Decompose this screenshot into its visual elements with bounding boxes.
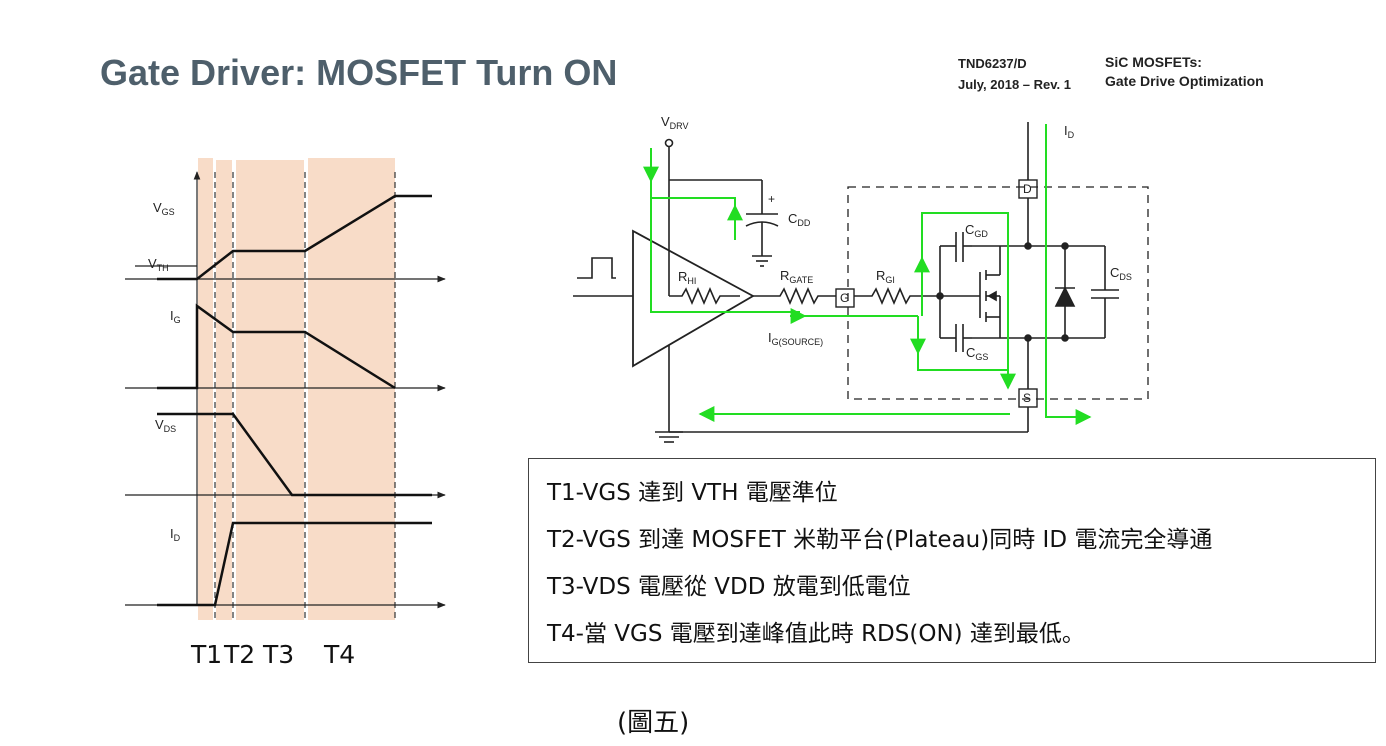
input-pulse [577, 257, 616, 279]
drain-current-label: ID [1064, 123, 1075, 140]
phase-label-t3: T3 [263, 640, 295, 669]
ig-source-label: IG(SOURCE) [768, 330, 823, 347]
phase-label-t4: T4 [324, 640, 356, 669]
cdd-capacitor [745, 213, 779, 267]
current-paths [643, 124, 1092, 425]
rhi-label: RHI [678, 269, 696, 286]
note-t2: T2-VGS 到達 MOSFET 米勒平台(Plateau)同時 ID 電流完全… [547, 527, 1213, 553]
cgd-capacitor [940, 232, 972, 262]
vds-trace [157, 412, 432, 497]
document-id: TND6237/D July, 2018 – Rev. 1 [958, 53, 1071, 95]
phase-t3-shade [236, 160, 304, 620]
phase-t2-shade [216, 160, 232, 620]
gate-driver-buffer [632, 229, 755, 368]
waveform-labels: VGS VTH IG VDS ID [148, 200, 181, 543]
cds-capacitor [1091, 246, 1119, 338]
cgd-label: CGD [965, 222, 988, 239]
circuit-schematic [573, 122, 1149, 443]
phase-label-t1: T1 [191, 640, 223, 669]
gate-pin-box [835, 288, 855, 308]
document-topic-line2: Gate Drive Optimization [1105, 73, 1264, 89]
id-trace [157, 521, 432, 607]
source-pin-label: S [1023, 391, 1031, 405]
document-topic: SiC MOSFETs: Gate Drive Optimization [1105, 53, 1264, 91]
phase-boundaries [214, 172, 396, 620]
cds-label: CDS [1110, 265, 1132, 282]
ig-trace [157, 303, 396, 390]
vdrv-terminal [664, 138, 674, 148]
gate-source-current-path [650, 198, 800, 313]
cdd-charge-loop [650, 181, 736, 240]
circuit-labels: VDRV + CDD RHI RGATE RGI IG(SOURCE) G D … [661, 114, 1132, 405]
gate-pin-label: G [840, 291, 849, 305]
rhi-resistor [669, 286, 740, 306]
note-t3: T3-VDS 電壓從 VDD 放電到低電位 [547, 574, 911, 600]
body-diode [1054, 246, 1076, 338]
cdd-plus-sign: + [768, 192, 775, 206]
waveform-diagram: VGS VTH IG VDS ID [125, 158, 446, 620]
cgs-capacitor [940, 324, 972, 352]
vds-label: VDS [155, 417, 176, 434]
vth-label: VTH [148, 256, 169, 273]
rgi-resistor [854, 286, 940, 306]
slide-title: Gate Driver: MOSFET Turn ON [100, 52, 618, 93]
vgs-label: VGS [153, 200, 175, 217]
phase-t4-shade [308, 158, 395, 620]
document-topic-line1: SiC MOSFETs: [1105, 54, 1202, 70]
mosfet-symbol [940, 246, 1001, 338]
note-t1: T1-VGS 達到 VTH 電壓準位 [547, 480, 838, 506]
id-label: ID [170, 526, 181, 543]
mosfet-package-boundary [847, 186, 1149, 400]
rgi-label: RGI [876, 268, 895, 285]
rgate-resistor [753, 286, 836, 306]
figure-caption: (圖五) [617, 708, 690, 738]
drain-pin-label: D [1023, 182, 1032, 196]
cgs-label: CGS [966, 345, 988, 362]
document-number: TND6237/D [958, 56, 1027, 71]
phase-t1-shade [198, 158, 213, 620]
cdd-label: CDD [788, 211, 811, 228]
rgate-label: RGATE [780, 268, 813, 285]
ig-label: IG [170, 308, 181, 325]
note-t4: T4-當 VGS 電壓到達峰值此時 RDS(ON) 達到最低。 [547, 621, 1085, 647]
phase-shading [198, 158, 395, 620]
phase-label-t2: T2 [224, 640, 256, 669]
vdrv-label: VDRV [661, 114, 689, 131]
vgs-trace [157, 194, 432, 281]
document-date: July, 2018 – Rev. 1 [958, 77, 1071, 92]
phase-notes-box: T1-VGS 達到 VTH 電壓準位 T2-VGS 到達 MOSFET 米勒平台… [528, 458, 1376, 663]
waveform-traces [157, 194, 432, 607]
drain-current-path [1045, 124, 1092, 425]
